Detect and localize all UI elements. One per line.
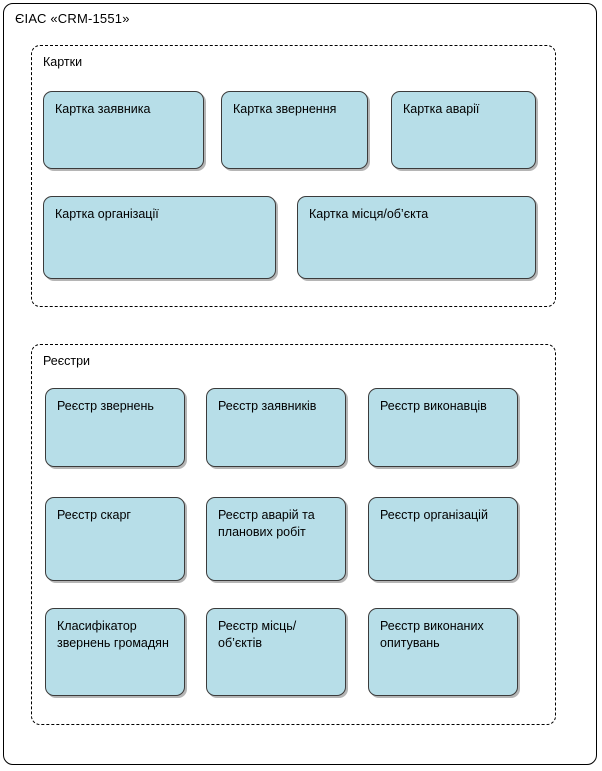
node-registry-complaints[interactable]: Реєстр скарг (45, 497, 185, 581)
group-registries-title: Реєстри (43, 354, 91, 368)
node-card-appeal[interactable]: Картка звернення (221, 91, 368, 169)
node-card-accident[interactable]: Картка аварії (391, 91, 536, 169)
group-cards-title: Картки (43, 55, 83, 69)
node-registry-performers[interactable]: Реєстр виконавців (368, 388, 518, 467)
node-registry-organizations[interactable]: Реєстр організацій (368, 497, 518, 581)
node-classifier-citizen-appeals[interactable]: Класифікатор звернень громадян (45, 608, 185, 696)
node-card-applicant[interactable]: Картка заявника (43, 91, 204, 169)
node-registry-places-objects[interactable]: Реєстр місць/об’єктів (206, 608, 346, 696)
node-card-organization[interactable]: Картка організації (43, 196, 276, 279)
system-diagram: ЄІАС «CRM-1551» Картки Картка заявника К… (3, 3, 597, 765)
system-title: ЄІАС «CRM-1551» (15, 11, 130, 26)
group-registries: Реєстри Реєстр звернень Реєстр заявників… (31, 344, 556, 725)
node-card-place-object[interactable]: Картка місця/об’єкта (297, 196, 536, 279)
node-registry-accidents-planned-works[interactable]: Реєстр аварій та планових робіт (206, 497, 346, 581)
node-registry-applicants[interactable]: Реєстр заявників (206, 388, 346, 467)
node-registry-appeals[interactable]: Реєстр звернень (45, 388, 185, 467)
node-registry-completed-surveys[interactable]: Реєстр виконаних опитувань (368, 608, 518, 696)
group-cards: Картки Картка заявника Картка звернення … (31, 45, 556, 307)
